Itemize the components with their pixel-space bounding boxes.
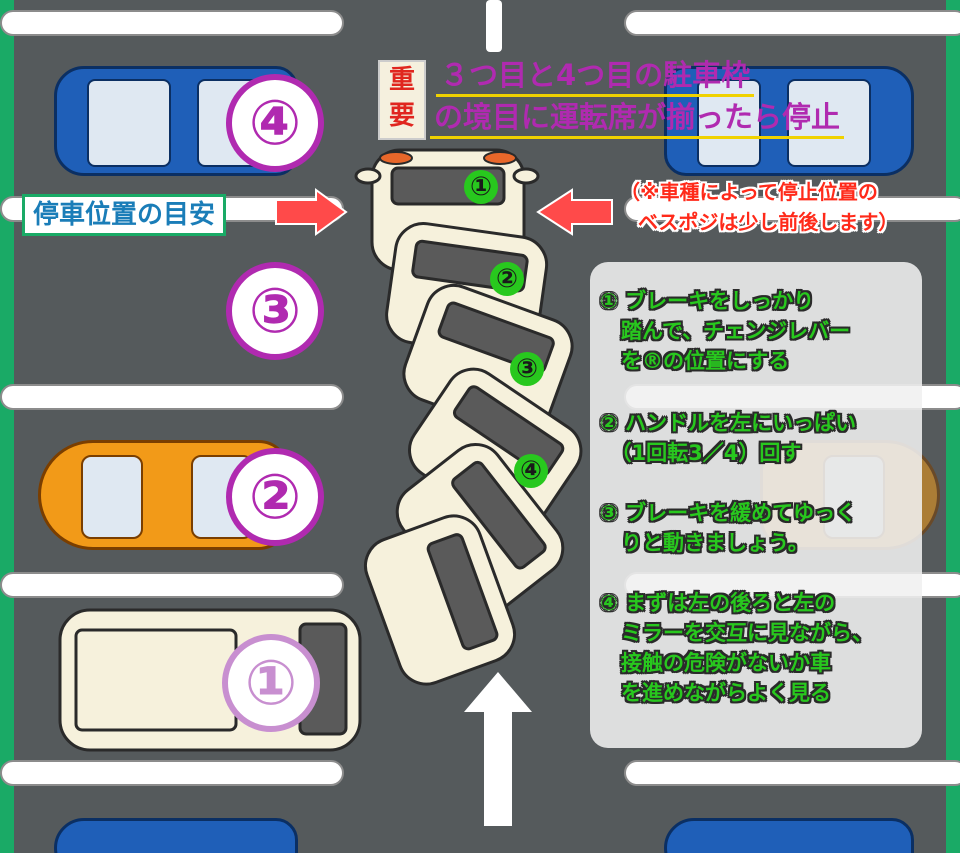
step-line: りと動きましょう。 xyxy=(600,531,809,555)
path-mark: ③ xyxy=(510,352,544,386)
path-mark: ① xyxy=(464,170,498,204)
path-mark: ④ xyxy=(514,454,548,488)
direction-arrow-icon xyxy=(464,672,532,826)
stall-line xyxy=(0,10,344,36)
path-mark: ② xyxy=(490,262,524,296)
stall-line xyxy=(624,10,960,36)
car-window xyxy=(451,460,547,570)
stall-number-2: ② xyxy=(226,448,324,546)
step-line: ④ まずは左の後ろと左の xyxy=(600,591,836,615)
important-tag: 重 要 xyxy=(378,60,426,140)
step-line: を®の位置にする xyxy=(600,349,790,373)
note-text: ベスポジは少し前後します） xyxy=(638,210,899,234)
page-title: の境目に運転席が揃ったら停止 xyxy=(430,98,845,139)
title-line: ３つ目と4つ目の駐車枠 xyxy=(436,56,755,97)
stall-line xyxy=(624,760,960,786)
important-char: 重 xyxy=(388,65,415,95)
tail-light xyxy=(379,151,413,165)
mirror xyxy=(512,167,540,185)
car-window xyxy=(426,533,499,651)
important-char: 要 xyxy=(388,101,415,131)
center-line xyxy=(486,0,502,52)
stall-line xyxy=(0,760,344,786)
step-line: ③ ブレーキを緩めてゆっく xyxy=(600,501,857,525)
step-line: 接触の危険がないか車 xyxy=(600,651,831,675)
instructions-panel: ① ブレーキをしっかり 踏んで、チェンジレバー を®の位置にする ② ハンドルを… xyxy=(590,262,922,748)
car-window xyxy=(452,385,565,477)
step-line: 踏んで、チェンジレバー xyxy=(600,319,851,343)
arrow-right-icon xyxy=(275,188,348,236)
page-title: ３つ目と4つ目の駐車枠 xyxy=(436,56,755,97)
step-line: （1回転3／4）回す xyxy=(600,441,802,465)
stall-line xyxy=(0,572,344,598)
stall-line xyxy=(624,196,960,222)
step-line: を進めながらよく見る xyxy=(600,681,831,705)
mirror xyxy=(354,167,382,185)
parked-car-blue xyxy=(664,818,914,853)
title-line: の境目に運転席が揃ったら停止 xyxy=(430,98,845,139)
stall-line xyxy=(0,384,344,410)
step-line: ② ハンドルを左にいっぱい xyxy=(600,411,857,435)
step-line: ① ブレーキをしっかり xyxy=(600,289,815,313)
stall-number-4: ④ xyxy=(226,74,324,172)
step-line: ミラーを交互に見ながら、 xyxy=(600,621,873,645)
note-text: （※車種によって停止位置の xyxy=(620,180,878,204)
stall-number-1: ① xyxy=(222,634,320,732)
tail-light xyxy=(483,151,517,165)
stall-number-3: ③ xyxy=(226,262,324,360)
parked-car-blue xyxy=(54,818,298,853)
parked-car-blue xyxy=(664,66,914,176)
arrow-left-icon xyxy=(536,188,613,236)
stop-guide-label: 停車位置の目安 xyxy=(22,194,227,236)
